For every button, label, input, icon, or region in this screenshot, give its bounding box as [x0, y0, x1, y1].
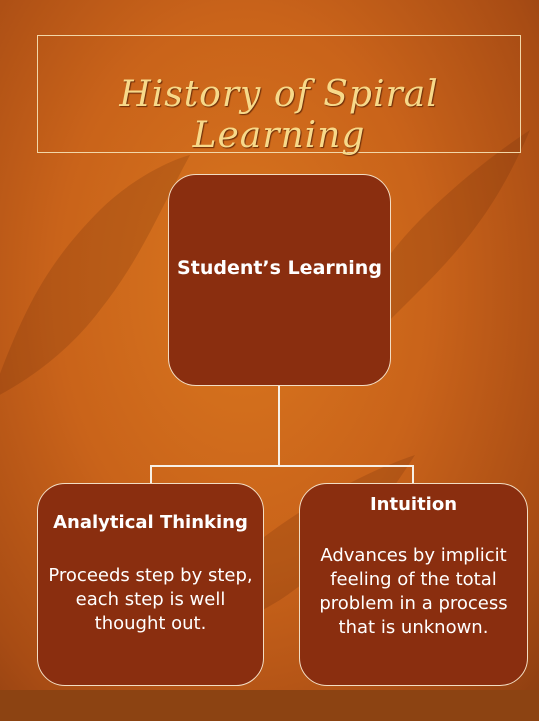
- node-right-title: Intuition: [369, 494, 458, 515]
- node-root-label: Student’s Learning: [177, 257, 382, 279]
- bottom-band: [0, 690, 539, 721]
- node-intuition: Intuition Advances by implicit feeling o…: [299, 483, 528, 686]
- node-analytical-thinking: Analytical Thinking Proceeds step by ste…: [37, 483, 264, 686]
- slide-title: History of Spiral Learning: [119, 74, 439, 156]
- node-left-description: Proceeds step by step, each step is well…: [48, 565, 253, 634]
- connector-right-drop: [412, 465, 414, 483]
- connector-root-stem: [278, 386, 280, 466]
- connector-left-drop: [150, 465, 152, 483]
- node-students-learning: Student’s Learning: [168, 174, 391, 386]
- node-right-description: Advances by implicit feeling of the tota…: [319, 545, 508, 638]
- node-left-title: Analytical Thinking: [53, 512, 248, 533]
- leaf-decoration-left: [0, 155, 190, 395]
- connector-horizontal: [150, 465, 414, 467]
- title-frame: History of Spiral Learning: [37, 35, 521, 156]
